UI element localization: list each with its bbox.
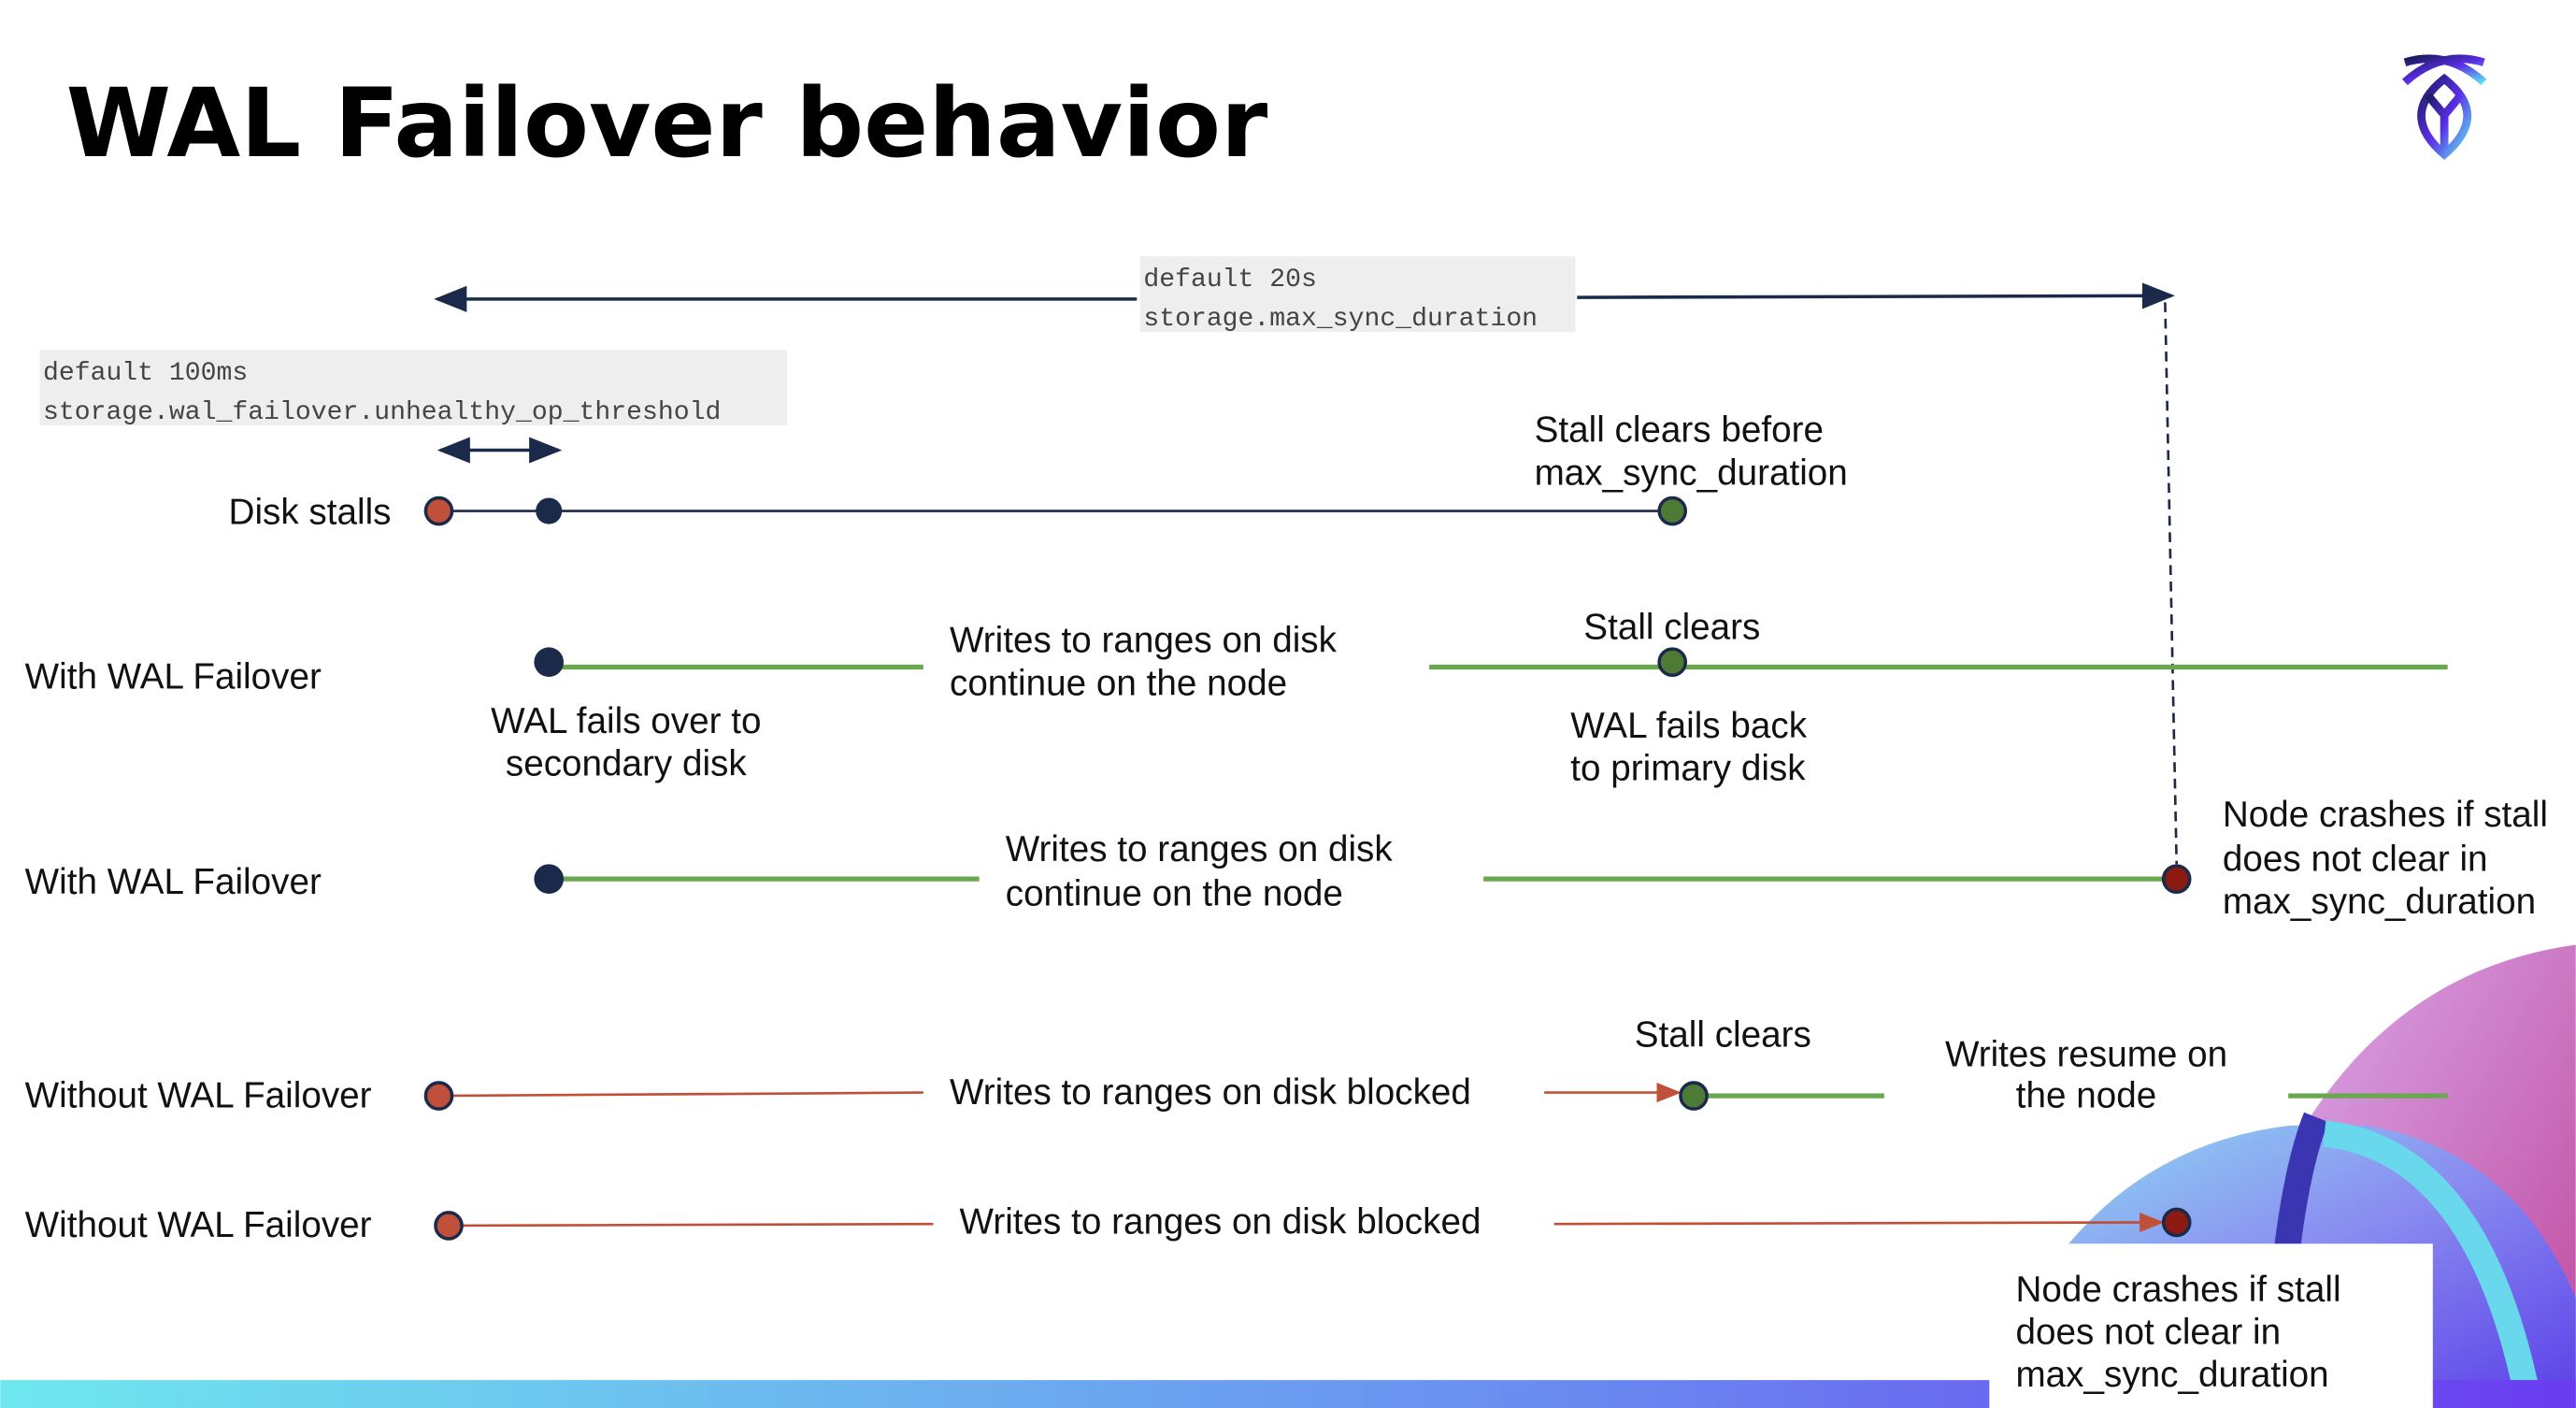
svg-text:Stall clears: Stall clears xyxy=(1635,1014,1811,1055)
svg-text:WAL fails over to: WAL fails over to xyxy=(491,701,761,741)
svg-text:Writes to ranges on disk: Writes to ranges on disk xyxy=(1006,829,1394,869)
svg-text:max_sync_duration: max_sync_duration xyxy=(2223,882,2536,922)
svg-text:continue on the node: continue on the node xyxy=(950,663,1287,703)
svg-text:Node crashes if stall: Node crashes if stall xyxy=(2223,795,2548,835)
svg-text:storage.max_sync_duration: storage.max_sync_duration xyxy=(1143,305,1538,334)
threshold-dot xyxy=(536,497,563,524)
cockroach-labs-logo xyxy=(2402,54,2487,160)
stall-start-dot xyxy=(423,496,454,526)
background-decoration xyxy=(0,944,2576,1408)
svg-text:Stall clears: Stall clears xyxy=(1583,608,1760,648)
svg-text:WAL fails back: WAL fails back xyxy=(1570,706,1807,746)
svg-text:default 20s: default 20s xyxy=(1143,266,1317,295)
svg-text:does not clear in: does not clear in xyxy=(2223,839,2488,879)
svg-text:max_sync_duration: max_sync_duration xyxy=(2015,1355,2328,1395)
svg-text:does not clear in: does not clear in xyxy=(2015,1312,2281,1352)
row-without-wal-failover-clears: Without WAL Failover Writes to ranges on… xyxy=(25,1014,2448,1115)
svg-text:Writes to ranges on disk: Writes to ranges on disk xyxy=(950,621,1338,661)
svg-text:secondary disk: secondary disk xyxy=(506,743,748,783)
row-with-wal-failover-crash: With WAL Failover Writes to ranges on di… xyxy=(25,795,2548,922)
svg-text:Without WAL Failover: Without WAL Failover xyxy=(25,1205,372,1245)
max-sync-duration-param: default 20s storage.max_sync_duration xyxy=(1139,256,1576,334)
row-with-wal-failover-clears: With WAL Failover Writes to ranges on di… xyxy=(25,608,2448,789)
svg-text:Without WAL Failover: Without WAL Failover xyxy=(25,1075,372,1115)
svg-text:Disk stalls: Disk stalls xyxy=(229,493,392,533)
unhealthy-op-threshold-param: default 100ms storage.wal_failover.unhea… xyxy=(39,350,788,427)
svg-text:With WAL Failover: With WAL Failover xyxy=(25,862,322,902)
row-disk-stalls: Disk stalls Stall clears before max_sync… xyxy=(229,410,1848,533)
svg-text:Writes resume on: Writes resume on xyxy=(1945,1034,2227,1074)
svg-text:Node crashes if stall: Node crashes if stall xyxy=(2015,1270,2340,1310)
max-sync-duration-arrow-right xyxy=(1577,282,2175,309)
svg-text:Writes to ranges on disk bloc: Writes to ranges on disk blocked xyxy=(950,1072,1471,1113)
svg-text:max_sync_duration: max_sync_duration xyxy=(1535,453,1848,493)
row-without-wal-failover-crash: Without WAL Failover Writes to ranges on… xyxy=(25,1202,2341,1395)
svg-text:to primary disk: to primary disk xyxy=(1570,749,1806,789)
svg-text:continue on the node: continue on the node xyxy=(1006,873,1343,913)
deadline-dashed-line xyxy=(2164,302,2179,865)
svg-text:storage.wal_failover.unhealthy: storage.wal_failover.unhealthy_op_thresh… xyxy=(43,398,721,427)
svg-text:Writes to ranges on disk bloc: Writes to ranges on disk blocked xyxy=(960,1202,1481,1243)
svg-text:Stall clears before: Stall clears before xyxy=(1535,410,1824,451)
svg-text:the node: the node xyxy=(2016,1075,2156,1115)
svg-text:default 100ms: default 100ms xyxy=(43,359,248,388)
svg-text:With WAL Failover: With WAL Failover xyxy=(25,656,322,697)
page-title: WAL Failover behavior xyxy=(66,68,1268,180)
stall-clear-dot xyxy=(1657,496,1688,526)
